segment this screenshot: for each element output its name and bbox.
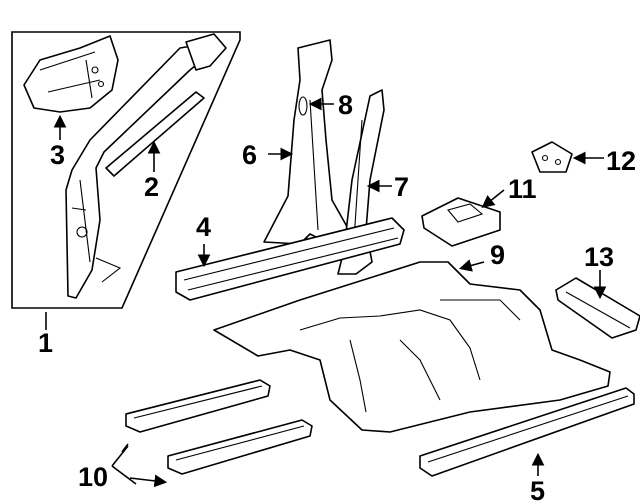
part-crossmember-lower (167, 419, 313, 475)
part-seat-mount (421, 197, 501, 247)
part-floor-pan (213, 261, 611, 433)
callout-1: 1 (38, 328, 53, 358)
part-center-pillar (263, 39, 351, 245)
callout-6: 6 (242, 140, 257, 170)
part-front-pillar (65, 33, 227, 299)
callout-13: 13 (584, 242, 614, 272)
inset-frame (11, 31, 241, 309)
callout-5: 5 (530, 476, 545, 503)
part-small-plate (531, 141, 573, 173)
leader-10 (111, 443, 164, 484)
callout-3: 3 (50, 140, 65, 170)
callout-10: 10 (78, 462, 108, 492)
callout-4: 4 (196, 212, 211, 242)
leader-11 (481, 189, 505, 208)
callout-8: 8 (338, 90, 353, 120)
part-pillar-trim (105, 91, 205, 177)
part-side-sill (419, 387, 635, 477)
callout-9: 9 (490, 240, 505, 270)
callout-2: 2 (144, 172, 159, 202)
part-hinge-bracket (23, 35, 119, 113)
callout-7: 7 (394, 172, 409, 202)
callout-12: 12 (606, 146, 636, 176)
callout-11: 11 (508, 174, 537, 204)
part-rear-bracket (555, 277, 640, 339)
part-crossmember-upper (125, 379, 271, 433)
part-rocker (175, 217, 405, 301)
leader-9 (458, 259, 485, 272)
